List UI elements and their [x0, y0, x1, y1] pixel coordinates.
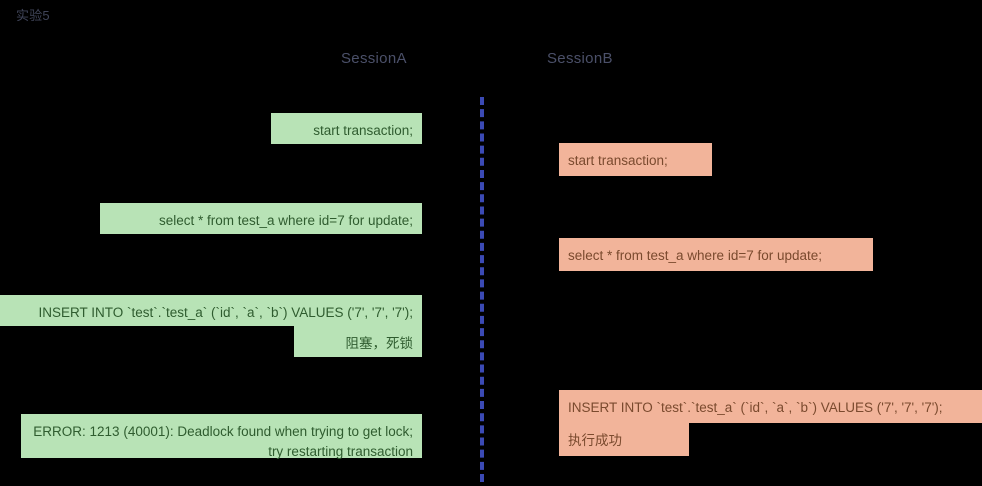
session-b-message-select-for-update: select * from test_a where id=7 for upda…: [559, 238, 873, 271]
session-divider-dashed-line: [480, 97, 484, 482]
session-b-message-exec-success: 执行成功: [559, 423, 689, 456]
session-b-message-start-transaction: start transaction;: [559, 143, 712, 176]
session-a-message-blocked-deadlock: 阻塞，死锁: [294, 326, 422, 357]
session-a-message-select-for-update: select * from test_a where id=7 for upda…: [100, 203, 422, 234]
session-a-message-deadlock-error: ERROR: 1213 (40001): Deadlock found when…: [21, 414, 422, 459]
session-b-message-insert-into: INSERT INTO `test`.`test_a` (`id`, `a`, …: [559, 390, 982, 423]
session-a-message-start-transaction: start transaction;: [271, 113, 422, 144]
session-a-message-insert-into: INSERT INTO `test`.`test_a` (`id`, `a`, …: [0, 295, 422, 326]
column-header-session-b: SessionB: [547, 50, 613, 67]
page-title: 实验5: [16, 8, 50, 23]
column-header-session-a: SessionA: [341, 50, 407, 67]
